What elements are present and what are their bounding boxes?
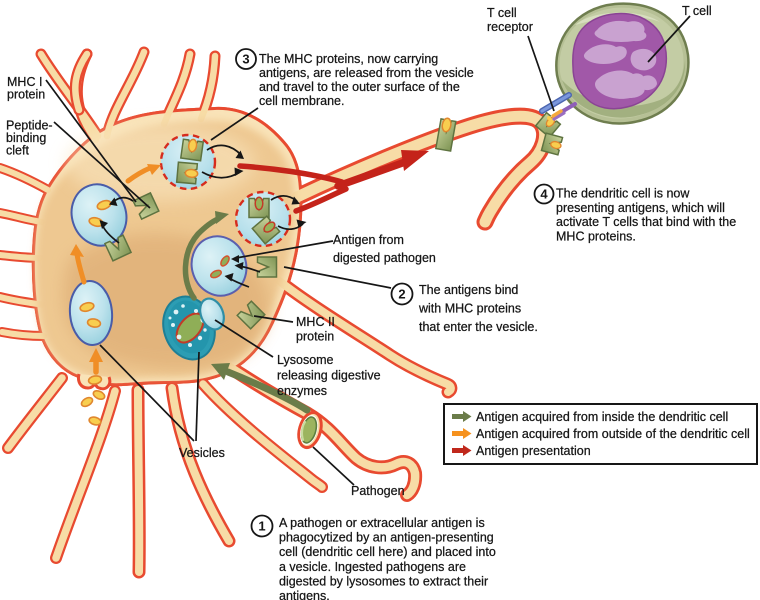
svg-text:Pathogen: Pathogen xyxy=(351,484,405,498)
svg-text:antigens, are released from th: antigens, are released from the vesicle xyxy=(259,66,474,80)
svg-text:The dendritic cell is now: The dendritic cell is now xyxy=(556,187,690,201)
svg-text:MHC proteins.: MHC proteins. xyxy=(556,229,636,243)
svg-text:activate T cells that bind wit: activate T cells that bind with the xyxy=(556,215,736,229)
svg-text:The MHC proteins, now carrying: The MHC proteins, now carrying xyxy=(259,52,438,66)
svg-text:Peptide-: Peptide- xyxy=(6,119,53,133)
svg-text:with MHC proteins: with MHC proteins xyxy=(418,302,521,316)
svg-text:presenting antigens, which wil: presenting antigens, which will xyxy=(556,201,725,215)
svg-text:A pathogen or extracellular an: A pathogen or extracellular antigen is xyxy=(279,516,485,530)
svg-text:Lysosome: Lysosome xyxy=(277,353,334,367)
svg-text:Antigen acquired from inside t: Antigen acquired from inside the dendrit… xyxy=(476,410,728,424)
svg-text:cell (dendritic cell here) and: cell (dendritic cell here) and placed in… xyxy=(279,545,496,559)
svg-text:digested by lysosomes to extra: digested by lysosomes to extract their xyxy=(279,574,488,588)
svg-text:The antigens bind: The antigens bind xyxy=(419,283,518,297)
svg-text:Antigen acquired from outside: Antigen acquired from outside of the den… xyxy=(476,427,750,441)
svg-text:3: 3 xyxy=(242,52,249,67)
svg-text:cell membrane.: cell membrane. xyxy=(259,94,344,108)
svg-text:T cell: T cell xyxy=(487,6,517,20)
svg-text:1: 1 xyxy=(258,519,265,534)
svg-text:Antigen from: Antigen from xyxy=(333,233,404,247)
svg-text:binding: binding xyxy=(6,131,46,145)
svg-text:releasing digestive: releasing digestive xyxy=(277,369,381,383)
svg-text:enzymes: enzymes xyxy=(277,384,327,398)
svg-text:MHC I: MHC I xyxy=(7,75,42,89)
svg-text:digested pathogen: digested pathogen xyxy=(333,251,436,265)
svg-text:a vesicle. Ingested pathogens: a vesicle. Ingested pathogens are xyxy=(279,560,466,574)
svg-text:protein: protein xyxy=(7,88,45,102)
svg-text:that enter the vesicle.: that enter the vesicle. xyxy=(419,320,538,334)
svg-text:receptor: receptor xyxy=(487,20,533,34)
svg-text:Antigen presentation: Antigen presentation xyxy=(476,444,591,458)
svg-text:phagocytized by an antigen-pre: phagocytized by an antigen-presenting xyxy=(279,531,494,545)
svg-text:2: 2 xyxy=(398,287,405,302)
svg-text:and travel to the outer surfac: and travel to the outer surface of the xyxy=(259,80,460,94)
svg-text:cleft: cleft xyxy=(6,144,29,158)
svg-text:antigens.: antigens. xyxy=(279,589,330,600)
svg-text:4: 4 xyxy=(540,187,548,202)
svg-text:MHC II: MHC II xyxy=(296,315,335,329)
svg-text:protein: protein xyxy=(296,330,334,344)
svg-text:T cell: T cell xyxy=(682,4,712,18)
svg-text:Vesicles: Vesicles xyxy=(179,446,225,460)
